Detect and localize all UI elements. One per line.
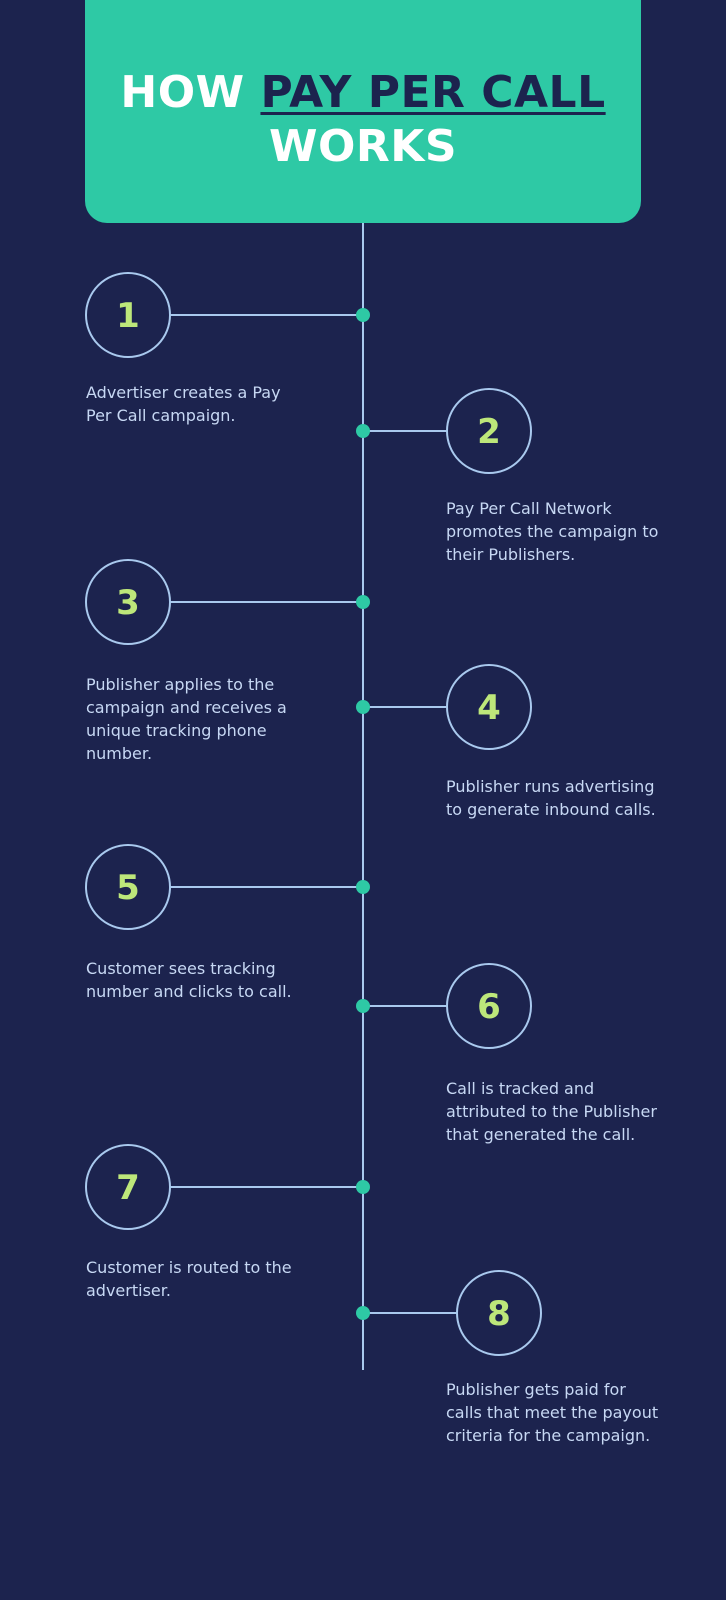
step-number-circle xyxy=(85,272,171,358)
step-1: 1 xyxy=(85,272,370,358)
timeline-node xyxy=(356,999,370,1013)
title-suffix: WORKS xyxy=(268,121,458,172)
timeline-node xyxy=(356,308,370,322)
step-4-description: Publisher runs advertising to generate i… xyxy=(446,777,656,819)
step-number: 8 xyxy=(487,1294,511,1334)
step-6-description: Call is tracked and attributed to the Pu… xyxy=(446,1079,657,1144)
step-number: 6 xyxy=(477,987,501,1027)
step-8-description: Publisher gets paid for calls that meet … xyxy=(446,1380,659,1445)
timeline-node xyxy=(356,880,370,894)
step-5-description: Customer sees tracking number and clicks… xyxy=(86,959,292,1001)
step-1-description: Advertiser creates a Pay Per Call campai… xyxy=(86,383,281,425)
step-4: 4 xyxy=(356,664,532,750)
step-number: 1 xyxy=(116,296,140,336)
title-banner: HOW PAY PER CALL WORKS xyxy=(85,0,641,223)
title-prefix: HOW xyxy=(120,67,261,118)
timeline-node xyxy=(356,424,370,438)
step-number: 7 xyxy=(116,1168,140,1208)
timeline-node xyxy=(356,1306,370,1320)
step-3: 3 xyxy=(85,559,370,645)
step-number-circle xyxy=(446,664,532,750)
step-7: 7 xyxy=(85,1144,370,1230)
step-number: 4 xyxy=(477,688,501,728)
step-8: 8 xyxy=(356,1270,542,1356)
step-2: 2 xyxy=(356,388,532,474)
step-3-description: Publisher applies to the campaign and re… xyxy=(86,675,287,763)
step-5: 5 xyxy=(85,844,370,930)
step-number-circle xyxy=(446,963,532,1049)
step-number-circle xyxy=(446,388,532,474)
title-line-1: HOW PAY PER CALL xyxy=(85,66,641,120)
step-number: 3 xyxy=(116,583,140,623)
step-number: 2 xyxy=(477,412,501,452)
step-number: 5 xyxy=(116,868,140,908)
title-highlight: PAY PER CALL xyxy=(260,67,606,118)
step-2-description: Pay Per Call Network promotes the campai… xyxy=(446,499,659,564)
step-number-circle xyxy=(85,1144,171,1230)
timeline-node xyxy=(356,595,370,609)
step-number-circle xyxy=(85,559,171,645)
timeline-node xyxy=(356,700,370,714)
step-6: 6 xyxy=(356,963,532,1049)
step-number-circle xyxy=(456,1270,542,1356)
step-7-description: Customer is routed to the advertiser. xyxy=(86,1258,292,1300)
step-number-circle xyxy=(85,844,171,930)
timeline-node xyxy=(356,1180,370,1194)
